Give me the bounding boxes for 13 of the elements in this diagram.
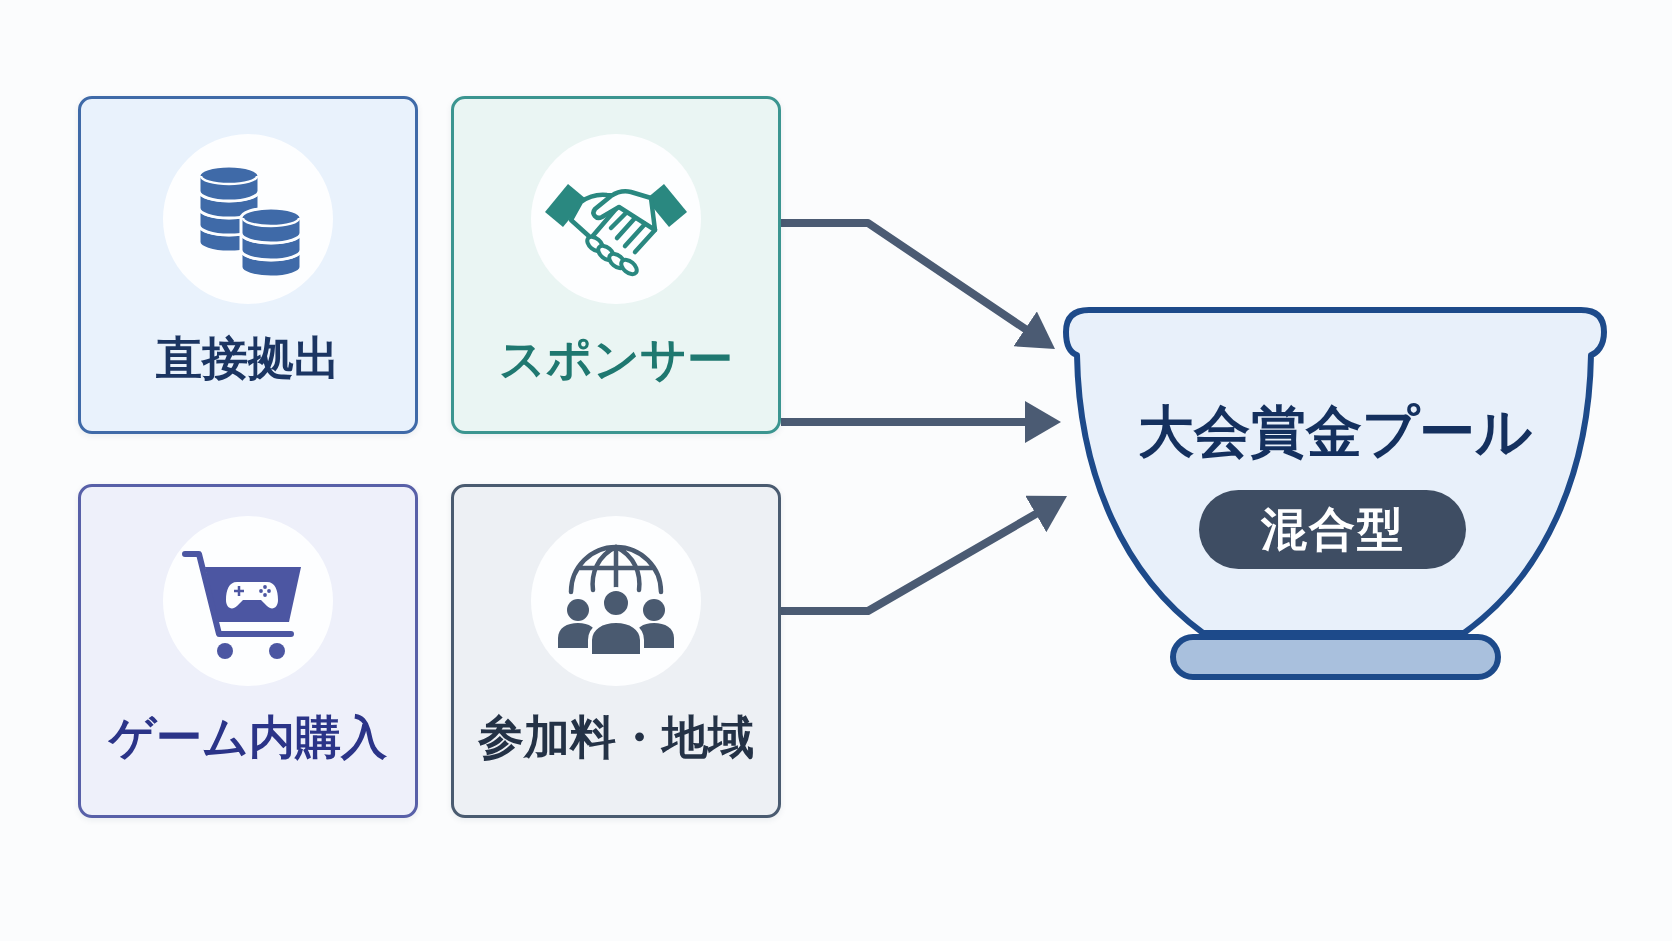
bowl-label: 大会賞金プール: [1138, 400, 1532, 465]
card-label: スポンサー: [499, 333, 733, 386]
arrow: [781, 401, 1061, 443]
source-card: [451, 484, 781, 818]
type-pill: 混合型: [1199, 490, 1466, 569]
source-card: [451, 96, 781, 434]
source-card: [78, 484, 418, 818]
arrow: [781, 219, 1055, 349]
source-card: [78, 96, 418, 434]
card-label: 参加料・地域: [478, 711, 754, 764]
arrow: [781, 495, 1067, 615]
card-label: 直接拠出: [156, 332, 340, 385]
card-label: ゲーム内購入: [109, 711, 387, 764]
